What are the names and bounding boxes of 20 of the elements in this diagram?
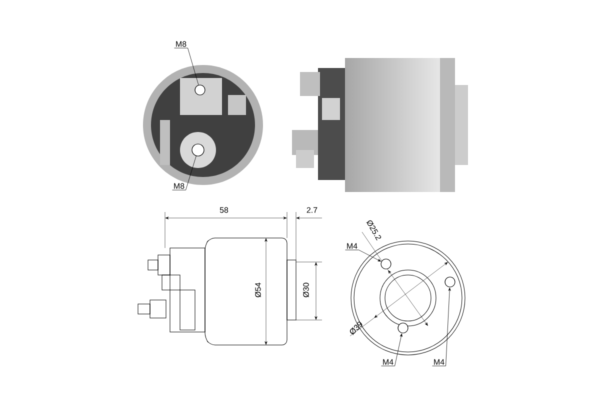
leader-line	[432, 288, 451, 366]
dimension-label: 2.7	[306, 207, 318, 213]
terminal-hole	[380, 258, 392, 270]
leader-line	[172, 156, 196, 190]
thread-label: M4	[347, 243, 358, 249]
thread-label: M8	[176, 41, 186, 47]
thread-label: M4	[434, 359, 444, 365]
leader-line	[345, 250, 381, 262]
terminal-hole	[194, 84, 206, 96]
dimension-label: Ø54	[255, 282, 261, 298]
dimension-label: Ø39	[350, 322, 362, 336]
thread-label: M4	[383, 359, 394, 365]
leader-line	[381, 334, 402, 366]
leader-line	[174, 48, 199, 86]
terminal-hole	[192, 144, 204, 156]
dimension-label: Ø30	[303, 282, 309, 298]
terminal-hole	[398, 322, 408, 334]
thread-label: M8	[174, 183, 184, 189]
dimension-label: 58	[220, 207, 228, 213]
terminal-hole	[444, 276, 456, 288]
